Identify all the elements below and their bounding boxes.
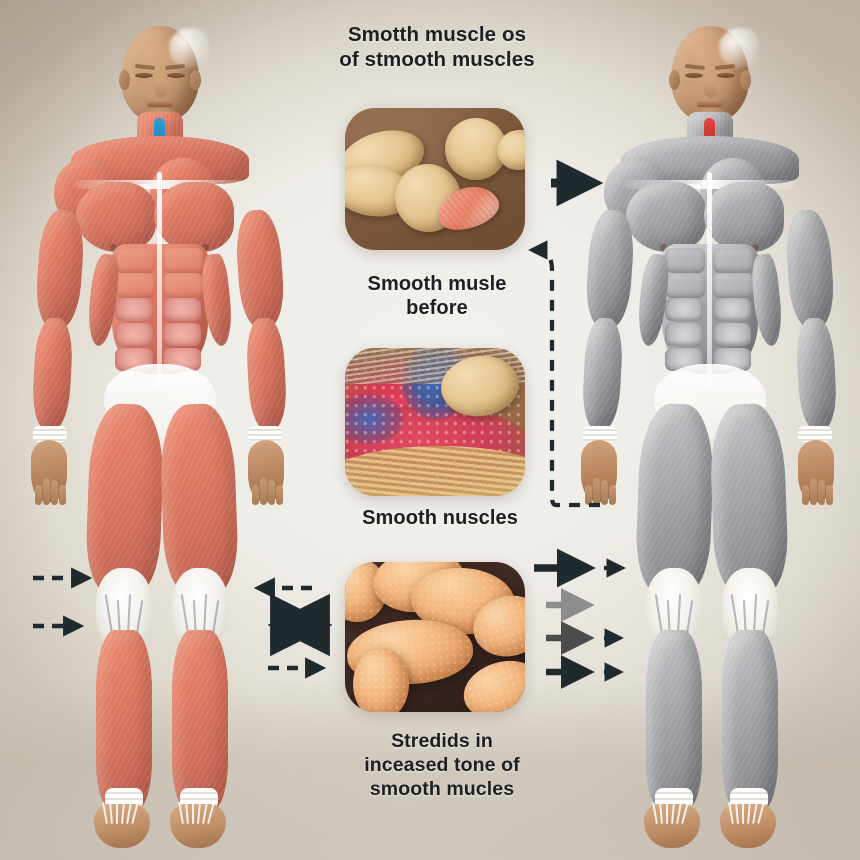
abdominal-segment xyxy=(163,273,203,298)
finger xyxy=(51,480,58,505)
abdominal-segment xyxy=(115,323,153,346)
nose-right xyxy=(704,78,717,98)
hand-left-left xyxy=(31,440,67,505)
ear-left-right xyxy=(669,70,680,90)
abdominal-segment xyxy=(713,323,751,346)
skull-highlight-right xyxy=(719,28,759,68)
finger xyxy=(593,478,600,505)
wrist-left-left xyxy=(33,426,67,442)
nipple-left-right xyxy=(660,244,667,251)
eye-right-left xyxy=(167,73,185,78)
finger xyxy=(609,485,616,505)
anatomical-figure-red xyxy=(10,12,310,857)
muscle-cross-section-panel xyxy=(345,348,525,496)
foot-right-left xyxy=(170,801,226,848)
abdominal-segment xyxy=(713,298,751,321)
finger xyxy=(268,480,275,505)
hand-right-right xyxy=(798,440,834,505)
finger xyxy=(601,480,608,505)
finger xyxy=(35,485,42,505)
finger xyxy=(276,485,283,505)
wrist-left-right xyxy=(583,426,617,442)
smooth-muscle-tone-panel xyxy=(345,562,525,712)
ear-right-left xyxy=(190,70,201,90)
finger xyxy=(826,485,833,505)
abdominal-segment xyxy=(665,273,705,298)
label-middle-upper: Smooth musle before xyxy=(367,273,507,320)
eye-right-right xyxy=(717,73,735,78)
abdominal-segment xyxy=(115,298,153,321)
abdominal-segment xyxy=(163,298,201,321)
finger xyxy=(802,485,809,505)
foot-left-left xyxy=(94,801,150,848)
nipple-left-left xyxy=(110,244,117,251)
foot-tendon xyxy=(742,802,744,824)
abdominal-segment xyxy=(115,273,155,298)
mouth-left xyxy=(147,102,173,107)
finger xyxy=(810,478,817,505)
head-left xyxy=(119,26,209,128)
linea-alba-right xyxy=(707,172,712,388)
wrist-right-left xyxy=(248,426,282,442)
smooth-muscle-cells-panel xyxy=(345,108,525,250)
finger xyxy=(43,478,50,505)
label-middle-lower: Smooth nuscles xyxy=(362,507,518,529)
finger xyxy=(59,485,66,505)
foot-tendon xyxy=(116,802,118,824)
abdominal-segment xyxy=(665,248,705,273)
abdominal-segment xyxy=(163,323,201,346)
foot-left-right xyxy=(644,801,700,848)
label-top: Smotth muscle os of stmooth muscles xyxy=(339,23,535,71)
abdominal-segment xyxy=(665,298,703,321)
finger xyxy=(585,485,592,505)
abdominal-segment xyxy=(665,323,703,346)
abdominal-segment xyxy=(713,273,753,298)
foot-right-right xyxy=(720,801,776,848)
ear-right-right xyxy=(740,70,751,90)
label-bottom: Stredids in inceased tone of smooth mucl… xyxy=(364,730,520,800)
wrist-right-right xyxy=(798,426,832,442)
finger xyxy=(252,485,259,505)
foot-tendon xyxy=(666,802,668,824)
abdominal-segment xyxy=(713,248,753,273)
mouth-right xyxy=(697,102,723,107)
ear-left-left xyxy=(119,70,130,90)
nipple-right-left xyxy=(202,244,209,251)
skull-highlight-left xyxy=(169,28,209,68)
eye-left-right xyxy=(685,73,703,78)
head-right xyxy=(669,26,759,128)
abdominal-segment xyxy=(115,248,155,273)
hand-right-left xyxy=(248,440,284,505)
nipple-right-right xyxy=(752,244,759,251)
finger xyxy=(818,480,825,505)
arrow-dashed-loop-panel2 xyxy=(528,240,560,508)
nose-left xyxy=(154,78,167,98)
foot-tendon xyxy=(192,802,194,824)
finger xyxy=(260,478,267,505)
hand-left-right xyxy=(581,440,617,505)
linea-alba-left xyxy=(157,172,162,388)
abdominal-segment xyxy=(163,248,203,273)
eye-left-left xyxy=(135,73,153,78)
